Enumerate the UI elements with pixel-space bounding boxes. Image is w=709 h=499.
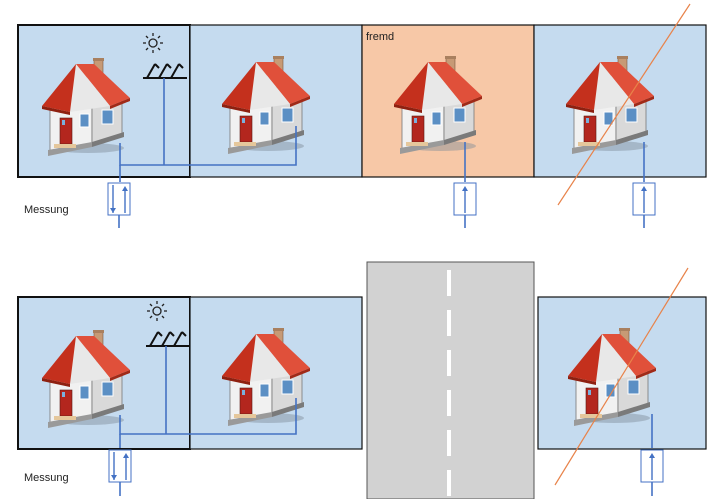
meter-icon bbox=[453, 182, 477, 228]
road bbox=[366, 261, 535, 499]
measurement-label: Messung bbox=[24, 204, 69, 216]
cross-out-line bbox=[554, 267, 689, 486]
meter-icon bbox=[640, 449, 664, 496]
measurement-label: Messung bbox=[24, 472, 69, 484]
top-row: fremd bbox=[17, 3, 707, 228]
bottom-row: Messung bbox=[17, 261, 707, 499]
meter-icon bbox=[107, 182, 131, 228]
foreign-label: fremd bbox=[366, 31, 394, 43]
wiring bbox=[119, 346, 653, 448]
meter-icon bbox=[108, 449, 132, 496]
cross-out-line bbox=[557, 3, 691, 206]
meter-icon bbox=[632, 182, 656, 228]
wiring bbox=[119, 78, 645, 182]
